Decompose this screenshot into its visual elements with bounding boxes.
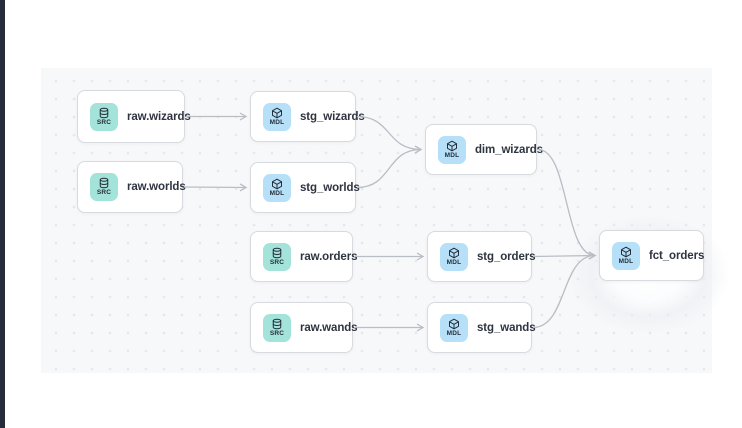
cube-icon (271, 178, 283, 190)
node-fct_orders[interactable]: MDL fct_orders (599, 230, 704, 281)
mdl-badge: MDL (263, 173, 291, 202)
badge-label: SRC (269, 329, 285, 337)
node-label: raw.wizards (127, 110, 191, 123)
cube-icon (620, 246, 632, 258)
node-raw_wands[interactable]: SRC raw.wands (250, 302, 358, 353)
cube-icon (446, 140, 458, 152)
mdl-badge: MDL (440, 313, 468, 342)
badge-label: MDL (444, 151, 460, 159)
node-stg_orders[interactable]: MDL stg_orders (427, 231, 536, 282)
node-label: raw.orders (300, 250, 358, 263)
node-label: raw.worlds (127, 181, 186, 193)
database-icon (98, 107, 110, 119)
badge-label: MDL (269, 189, 285, 197)
src-badge: SRC (90, 173, 118, 201)
mdl-badge: MDL (438, 135, 466, 164)
node-label: fct_orders (649, 249, 705, 262)
mdl-badge: MDL (263, 102, 291, 131)
node-dim_wizards[interactable]: MDL dim_wizards (425, 124, 543, 175)
cube-icon (271, 107, 283, 119)
badge-label: MDL (446, 258, 462, 266)
node-raw_worlds[interactable]: SRC raw.worlds (77, 161, 186, 213)
mdl-badge: MDL (612, 241, 640, 270)
mdl-badge: MDL (440, 242, 468, 271)
badge-label: SRC (96, 118, 112, 126)
badge-label: MDL (446, 329, 462, 337)
src-badge: SRC (263, 242, 291, 271)
node-label: stg_wands (477, 321, 536, 334)
badge-label: MDL (269, 118, 285, 126)
database-icon (271, 247, 283, 259)
database-icon (98, 177, 110, 189)
cube-icon (448, 318, 460, 330)
src-badge: SRC (263, 313, 291, 342)
badge-label: MDL (618, 257, 634, 265)
node-label: raw.wands (300, 321, 358, 334)
badge-label: SRC (96, 189, 112, 197)
node-label: stg_wizards (300, 110, 365, 123)
node-label: stg_worlds (300, 181, 360, 194)
node-raw_orders[interactable]: SRC raw.orders (250, 231, 357, 282)
badge-label: SRC (269, 258, 285, 266)
window-edge-stripe (0, 0, 5, 428)
cube-icon (448, 247, 460, 259)
src-badge: SRC (90, 102, 118, 131)
node-raw_wizards[interactable]: SRC raw.wizards (77, 90, 191, 143)
node-stg_wizards[interactable]: MDL stg_wizards (250, 91, 365, 142)
node-stg_wands[interactable]: MDL stg_wands (427, 302, 536, 353)
database-icon (271, 318, 283, 330)
node-label: dim_wizards (475, 143, 543, 156)
node-label: stg_orders (477, 250, 536, 263)
node-stg_worlds[interactable]: MDL stg_worlds (250, 162, 360, 213)
